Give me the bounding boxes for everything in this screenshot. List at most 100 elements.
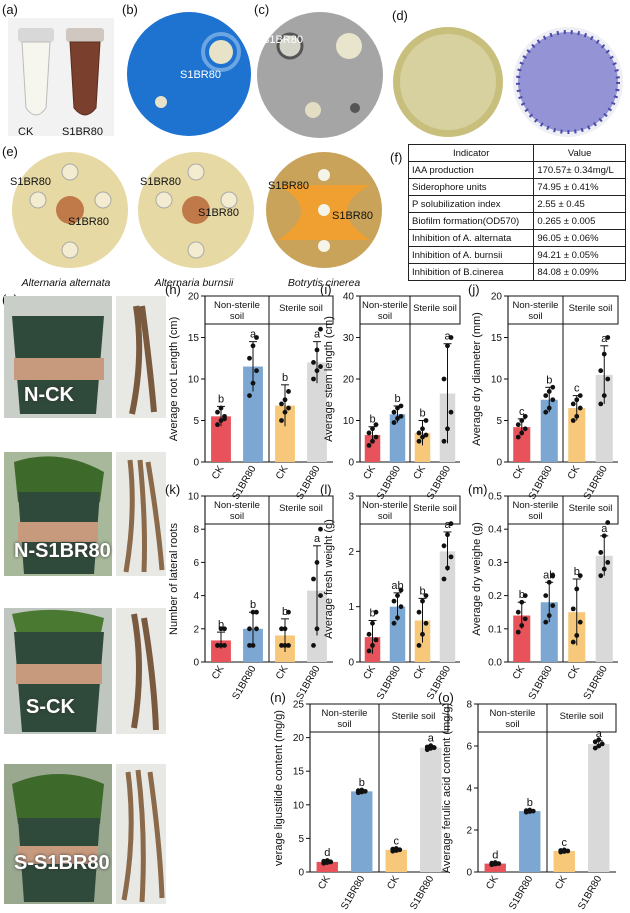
bar-j (595, 374, 613, 462)
category-label-i: CK (412, 464, 429, 482)
y-tick-label-o: 0 (466, 868, 472, 879)
data-point-m (598, 550, 604, 555)
panel-label-b: (b) (122, 2, 138, 17)
antagonism-plates (12, 152, 382, 268)
data-point-k (286, 609, 291, 615)
y-tick-label-k: 0 (193, 658, 199, 669)
data-point-m (601, 566, 607, 572)
bar-o (588, 743, 610, 872)
group-label-h: Sterile soil (279, 303, 323, 314)
category-label-o: CK (484, 874, 501, 892)
data-point-h (247, 393, 252, 398)
category-label-i: CK (362, 464, 379, 482)
bar-m (595, 555, 613, 662)
data-point-j (515, 434, 521, 440)
data-point-m (577, 573, 583, 579)
y-tick-label-j: 10 (491, 375, 503, 386)
bar-i (364, 435, 381, 462)
data-point-i (416, 438, 422, 444)
y-tick-label-o: 8 (466, 700, 472, 711)
y-axis-label-m: Average dry weighe (g) (471, 522, 483, 636)
group-label-n: Non-sterile (322, 708, 368, 719)
y-tick-label-i: 10 (343, 416, 355, 427)
group-label-i: soil (378, 311, 392, 322)
data-point-m (601, 533, 607, 539)
y-tick-label-h: 10 (188, 375, 200, 386)
data-point-i (448, 409, 454, 415)
data-point-l (423, 620, 429, 626)
plate-e2-label-2: S1BR80 (198, 207, 239, 219)
data-point-i (391, 409, 397, 415)
data-point-m (605, 520, 611, 525)
data-point-j (543, 393, 549, 398)
y-tick-label-n: 5 (298, 834, 304, 845)
table-cell: Inhibition of A. alternata (407, 229, 535, 247)
data-point-m (522, 616, 528, 622)
y-axis-label-k: Number of lateral roots (168, 523, 180, 635)
data-point-h (250, 343, 256, 349)
data-point-m (546, 579, 552, 585)
data-point-m (522, 593, 528, 598)
sig-letter-o: a (596, 728, 603, 740)
chart-panel-label-j: (j) (468, 282, 480, 297)
data-point-l (366, 631, 372, 637)
data-point-h (250, 380, 256, 386)
category-label-n: CK (385, 874, 402, 892)
data-point-o (592, 745, 598, 751)
data-point-l (370, 620, 375, 626)
bar-m (540, 602, 558, 662)
sig-letter-n: a (428, 733, 435, 745)
data-point-l (398, 587, 404, 593)
sig-letter-k: b (218, 619, 224, 631)
sig-letter-m: b (519, 589, 525, 601)
y-tick-label-n: 10 (293, 800, 305, 811)
data-point-m (515, 609, 521, 615)
data-point-j (601, 393, 607, 398)
plant-label-n-s1br80: N-S1BR80 (14, 540, 111, 562)
category-label-m: CK (511, 664, 528, 682)
group-label-l: Sterile soil (413, 503, 457, 514)
data-point-j (522, 413, 528, 419)
y-tick-label-i: 20 (343, 375, 355, 386)
y-tick-label-k: 8 (193, 525, 199, 536)
bar-j (540, 399, 558, 462)
group-label-h: soil (230, 311, 244, 322)
bar-h (307, 362, 327, 462)
y-tick-label-l: 3 (348, 492, 354, 503)
data-point-o (492, 860, 498, 865)
category-label-h: CK (210, 464, 227, 482)
plant-photos (4, 296, 166, 904)
data-point-l (398, 604, 404, 610)
category-label-h: CK (274, 464, 291, 482)
y-tick-label-j: 15 (491, 333, 503, 344)
y-tick-label-h: 20 (188, 292, 200, 303)
group-label-h: Non-sterile (214, 300, 260, 311)
bar-o (553, 851, 575, 872)
data-point-i (398, 403, 404, 409)
data-point-h (254, 335, 259, 340)
data-point-i (373, 434, 379, 440)
data-point-m (546, 613, 552, 618)
plant-label-s-ck: S-CK (26, 696, 75, 718)
data-point-o (592, 739, 598, 745)
plate-e1-caption: Alternaria alternata (21, 277, 111, 289)
category-label-o: CK (553, 874, 570, 892)
data-point-i (441, 438, 447, 444)
data-point-k (311, 643, 316, 648)
data-point-j (577, 405, 583, 411)
plate-c-label: S1BR80 (262, 34, 303, 46)
data-point-h (318, 364, 323, 369)
y-tick-label-h: 0 (193, 458, 199, 469)
data-point-j (605, 335, 611, 340)
data-point-j (515, 422, 521, 428)
data-point-m (515, 629, 521, 635)
data-point-j (550, 384, 556, 390)
data-point-k (222, 626, 227, 632)
group-label-j: Non-sterile (513, 300, 559, 311)
data-point-k (254, 626, 259, 632)
group-label-m: Non-sterile (513, 500, 559, 511)
data-point-m (519, 623, 525, 628)
data-point-o (596, 737, 602, 743)
